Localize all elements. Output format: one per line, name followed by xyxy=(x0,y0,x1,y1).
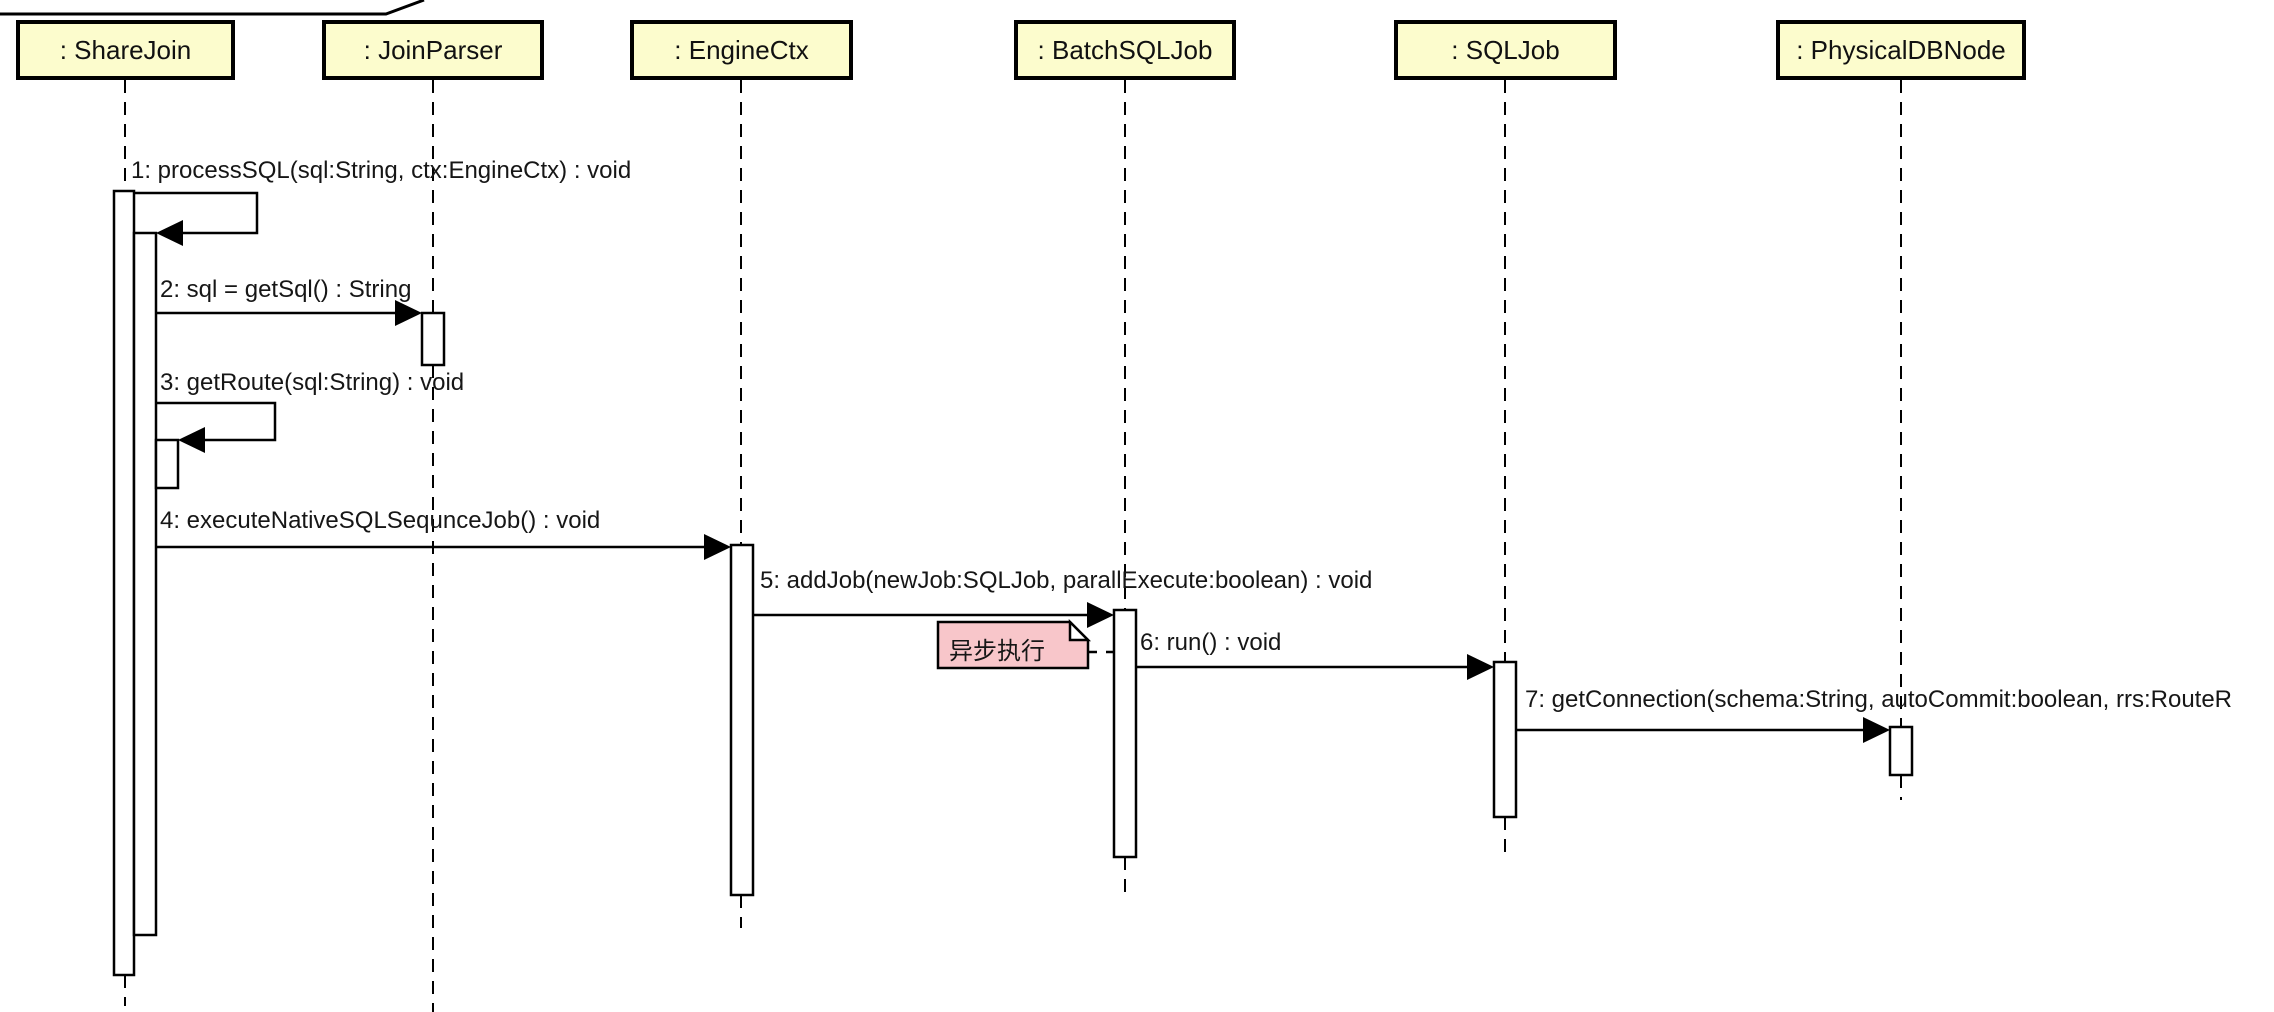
message-7-arrowhead xyxy=(1863,717,1890,743)
activation-sqljob xyxy=(1492,660,1518,819)
lifeline-label-sharejoin: : ShareJoin xyxy=(59,34,192,65)
message-6-label: 6: run() : void xyxy=(1140,629,1282,656)
note-shape xyxy=(936,620,1090,670)
activation-joinparser xyxy=(420,311,446,367)
lifeline-head-sharejoin: : ShareJoin xyxy=(16,20,235,80)
message-3-label: 3: getRoute(sql:String) : void xyxy=(160,369,465,396)
activation-batchsqljob xyxy=(1112,608,1138,859)
activation-sharejoin-outer xyxy=(112,189,136,977)
lifeline-label-joinparser: : JoinParser xyxy=(363,34,503,65)
message-4-arrowhead xyxy=(704,534,731,560)
activation-physicaldbnode xyxy=(1888,725,1914,777)
lifelines-group xyxy=(124,80,1902,1012)
message-5-arrowhead xyxy=(1087,602,1114,628)
activation-sharejoin-nested1 xyxy=(132,231,158,937)
note-fold-corner xyxy=(1068,618,1092,642)
lifeline-head-enginectx: : EngineCtx xyxy=(630,20,853,80)
message-7-label: 7: getConnection(schema:String, autoComm… xyxy=(1525,686,2233,713)
activation-enginectx xyxy=(729,543,755,897)
message-6-arrowhead xyxy=(1467,654,1494,680)
message-3-arrowhead xyxy=(178,427,205,453)
lifeline-label-sqljob: : SQLJob xyxy=(1451,34,1560,65)
message-2-label: 2: sql = getSql() : String xyxy=(160,276,412,303)
message-1-arrowhead xyxy=(156,220,183,246)
message-1-label: 1: processSQL(sql:String, ctx:EngineCtx)… xyxy=(131,157,632,184)
lifeline-label-physicaldbnode: : PhysicalDBNode xyxy=(1796,34,2006,65)
message-2-arrowhead xyxy=(395,300,422,326)
lifeline-head-batchsqljob: : BatchSQLJob xyxy=(1014,20,1236,80)
lifeline-head-joinparser: : JoinParser xyxy=(322,20,544,80)
lifeline-label-enginectx: : EngineCtx xyxy=(674,34,809,65)
activations-group xyxy=(112,189,1914,977)
lifeline-head-physicaldbnode: : PhysicalDBNode xyxy=(1776,20,2026,80)
message-5-label: 5: addJob(newJob:SQLJob, parallExecute:b… xyxy=(760,567,1373,594)
frame-tab-edge xyxy=(0,0,425,16)
lifeline-head-sqljob: : SQLJob xyxy=(1394,20,1617,80)
activation-sharejoin-nested2 xyxy=(154,438,180,490)
message-1-line xyxy=(134,191,259,235)
note-text: 异步执行 xyxy=(949,638,1045,665)
lifeline-label-batchsqljob: : BatchSQLJob xyxy=(1037,34,1213,65)
message-3-line xyxy=(156,401,277,442)
message-4-label: 4: executeNativeSQLSequnceJob() : void xyxy=(160,507,601,534)
